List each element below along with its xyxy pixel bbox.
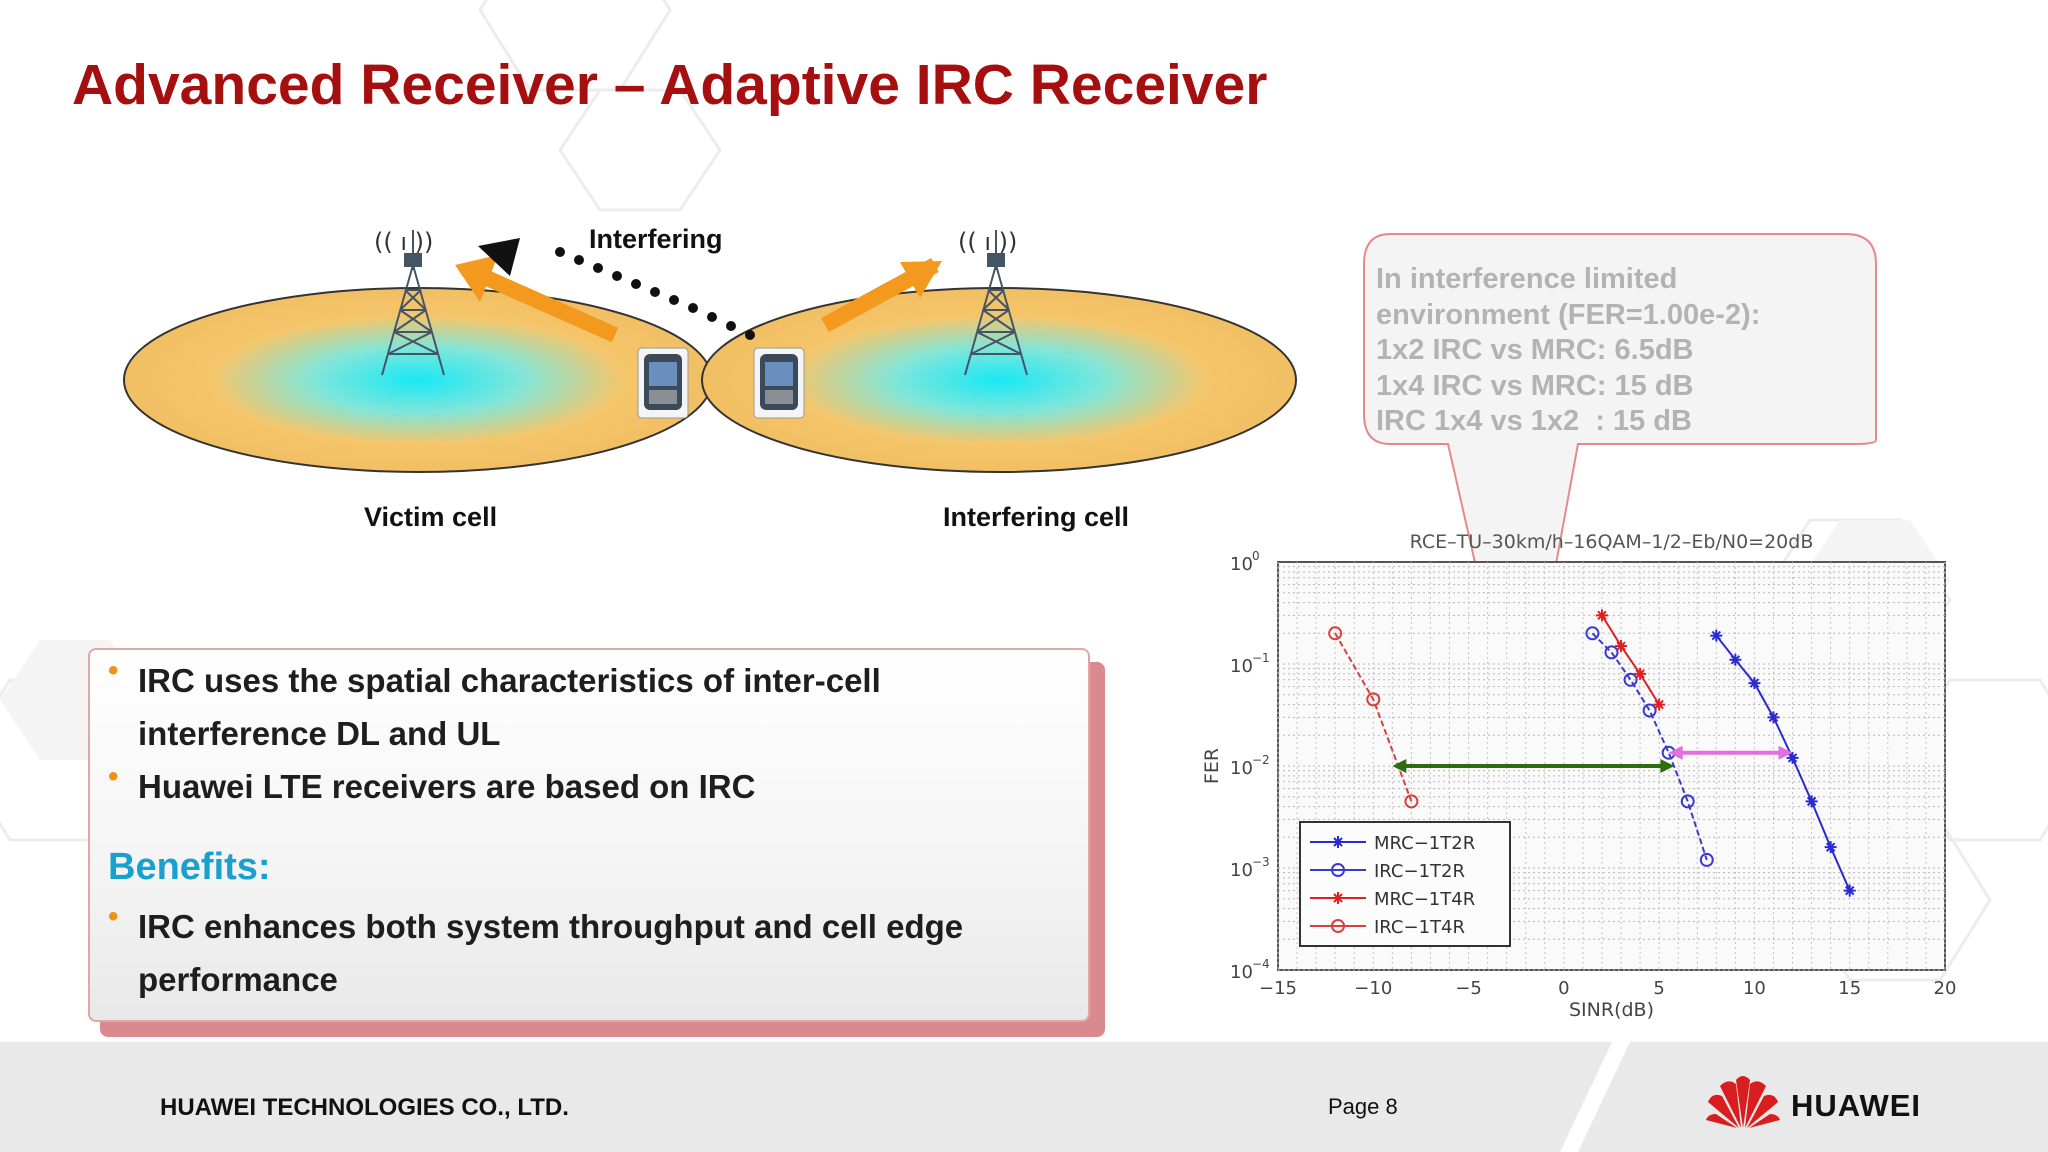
data-point xyxy=(1786,751,1799,764)
annotation-arrowhead xyxy=(1392,759,1407,773)
data-point xyxy=(1595,609,1608,622)
data-point xyxy=(1634,667,1647,680)
data-point xyxy=(1332,836,1344,848)
callout-line: 1x4 IRC vs MRC: 15 dB xyxy=(1376,369,1694,402)
data-point xyxy=(1805,795,1818,808)
data-point xyxy=(1331,919,1345,933)
y-tick-exponent: −2 xyxy=(1252,753,1270,767)
x-tick-label: −10 xyxy=(1354,978,1392,999)
page-number: Page 8 xyxy=(1328,1094,1398,1119)
callout-line: 1x2 IRC vs MRC: 6.5dB xyxy=(1376,334,1694,366)
antenna-signal-icon: (( ı )) xyxy=(958,228,1017,256)
signal-arrow xyxy=(455,255,619,343)
callout-line: environment (FER=1.00e-2): xyxy=(1376,298,1761,331)
data-point xyxy=(1699,852,1714,867)
data-point xyxy=(1332,892,1344,904)
y-tick-exponent: −1 xyxy=(1252,651,1270,665)
callout-text: In interference limited environment (FER… xyxy=(1376,262,1760,440)
interference-path xyxy=(478,238,755,340)
data-point xyxy=(1615,640,1628,653)
footer-bar xyxy=(0,1042,2048,1152)
antenna-signal-icon: (( ı )) xyxy=(374,228,433,256)
brand-name: HUAWEI xyxy=(1791,1088,1921,1123)
bullet-marker: • xyxy=(108,654,119,687)
bullet-box xyxy=(88,648,1090,1022)
legend-label: IRC−1T2R xyxy=(1374,861,1465,882)
data-point xyxy=(1585,626,1600,641)
data-point xyxy=(1604,645,1619,660)
data-point xyxy=(1642,703,1657,718)
cell-diagram: (( ı )) (( ı )) xyxy=(123,228,1297,473)
y-tick-label: 10 xyxy=(1230,758,1253,779)
legend-label: IRC−1T4R xyxy=(1374,917,1465,938)
y-tick-exponent: −3 xyxy=(1252,855,1270,869)
x-tick-label: 5 xyxy=(1653,978,1664,999)
data-point xyxy=(1366,692,1381,707)
data-point xyxy=(1824,841,1837,854)
y-tick-label: 10 xyxy=(1230,656,1253,677)
signal-arrow xyxy=(821,257,942,333)
y-tick-exponent: 0 xyxy=(1252,549,1260,563)
data-point xyxy=(1748,677,1761,690)
tower-icon xyxy=(381,230,445,376)
phone-icon xyxy=(753,347,805,419)
data-point xyxy=(1328,626,1343,641)
benefits-heading: Benefits: xyxy=(108,846,271,888)
x-tick-label: 10 xyxy=(1743,978,1766,999)
footer-slash xyxy=(1560,1042,1630,1152)
bullet-marker: • xyxy=(108,760,119,793)
legend-label: MRC−1T2R xyxy=(1374,833,1475,854)
bullet-marker: • xyxy=(108,900,119,933)
interfering-cell-area xyxy=(701,287,1297,473)
x-tick-label: −5 xyxy=(1455,978,1482,999)
interfering-cell-label: Interfering cell xyxy=(943,502,1130,532)
data-point xyxy=(1331,863,1345,877)
bullet-text: IRC enhances both system throughput and … xyxy=(138,908,964,998)
bullet-text: Huawei LTE receivers are based on IRC xyxy=(138,768,756,805)
x-axis-label: SINR(dB) xyxy=(1569,999,1654,1021)
annotation-arrowhead xyxy=(1778,745,1793,760)
y-tick-label: 10 xyxy=(1230,554,1253,575)
chart-title: RCE–TU–30km/h–16QAM–1/2–Eb/N0=20dB xyxy=(1410,531,1814,553)
data-point xyxy=(1729,653,1742,666)
data-point xyxy=(1680,794,1695,809)
bullet-text: IRC uses the spatial characteristics of … xyxy=(138,662,881,752)
y-axis-label: FER xyxy=(1201,748,1223,784)
y-tick-label: 10 xyxy=(1230,860,1253,881)
page-title: Advanced Receiver – Adaptive IRC Receive… xyxy=(72,53,1268,117)
x-tick-label: 20 xyxy=(1934,978,1957,999)
legend-label: MRC−1T4R xyxy=(1374,889,1475,910)
data-point xyxy=(1653,698,1666,711)
x-tick-label: 0 xyxy=(1558,978,1569,999)
y-tick-label: 10 xyxy=(1230,962,1253,983)
data-point xyxy=(1767,711,1780,724)
y-tick-exponent: −4 xyxy=(1252,957,1270,971)
data-point xyxy=(1710,629,1723,642)
huawei-logo: HUAWEI xyxy=(1706,1070,1936,1130)
phone-icon xyxy=(637,347,689,419)
huawei-flower-icon xyxy=(1706,1076,1780,1128)
x-tick-label: −15 xyxy=(1259,978,1297,999)
interfering-label: Interfering xyxy=(589,224,723,254)
series-line xyxy=(1601,614,1660,706)
callout-line: In interference limited xyxy=(1376,263,1678,295)
callout-line: IRC 1x4 vs 1x2 : 15 dB xyxy=(1376,405,1692,437)
annotation-arrowhead xyxy=(1668,745,1683,760)
footer-company: HUAWEI TECHNOLOGIES CO., LTD. xyxy=(160,1094,569,1121)
data-point xyxy=(1623,672,1638,687)
x-tick-label: 15 xyxy=(1838,978,1861,999)
tower-icon xyxy=(964,230,1028,376)
victim-cell-label: Victim cell xyxy=(364,502,498,532)
annotation-arrowhead xyxy=(1660,759,1675,773)
data-point xyxy=(1843,884,1856,897)
data-point xyxy=(1404,794,1419,809)
